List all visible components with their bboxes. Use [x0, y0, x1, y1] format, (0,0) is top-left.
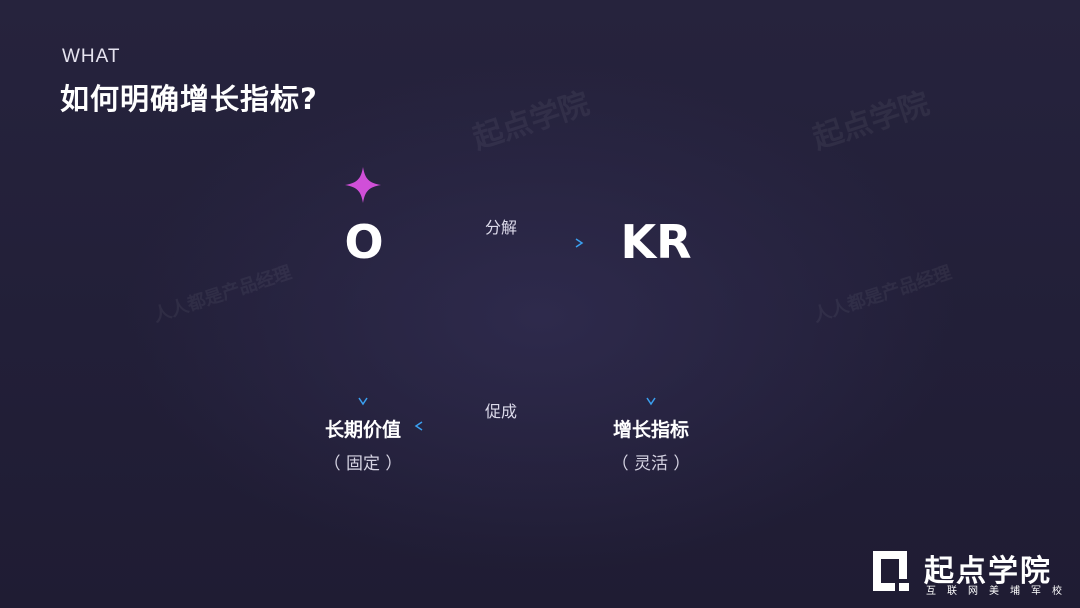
- four-point-star-icon: [345, 167, 381, 203]
- section-eyebrow: WHAT: [62, 46, 121, 67]
- brand-logo: 起点学院 互联网美埔军校: [870, 548, 1066, 598]
- growth-metrics-label: 增长指标: [612, 419, 689, 441]
- objective-node: O: [344, 215, 384, 269]
- page-title: 如何明确增长指标?: [60, 82, 318, 116]
- long-term-value-label: 长期价值: [324, 419, 401, 441]
- brand-name: 起点学院: [924, 554, 1052, 589]
- edge-label-enable: 促成: [484, 402, 517, 421]
- key-results-node: KR: [620, 215, 692, 269]
- arrow-o-to-long-term-value: [358, 284, 368, 406]
- brand-mark-icon: [873, 551, 909, 591]
- arrow-o-to-kr: [414, 238, 584, 248]
- growth-metrics-sub: （ 灵活 ）: [611, 454, 691, 474]
- long-term-value-sub: （ 固定 ）: [323, 454, 403, 474]
- edge-label-decompose: 分解: [484, 218, 517, 237]
- arrow-kr-to-growth-metrics: [646, 284, 656, 406]
- brand-tagline: 互联网美埔军校: [926, 586, 1073, 597]
- arrow-metrics-to-value: [414, 421, 592, 431]
